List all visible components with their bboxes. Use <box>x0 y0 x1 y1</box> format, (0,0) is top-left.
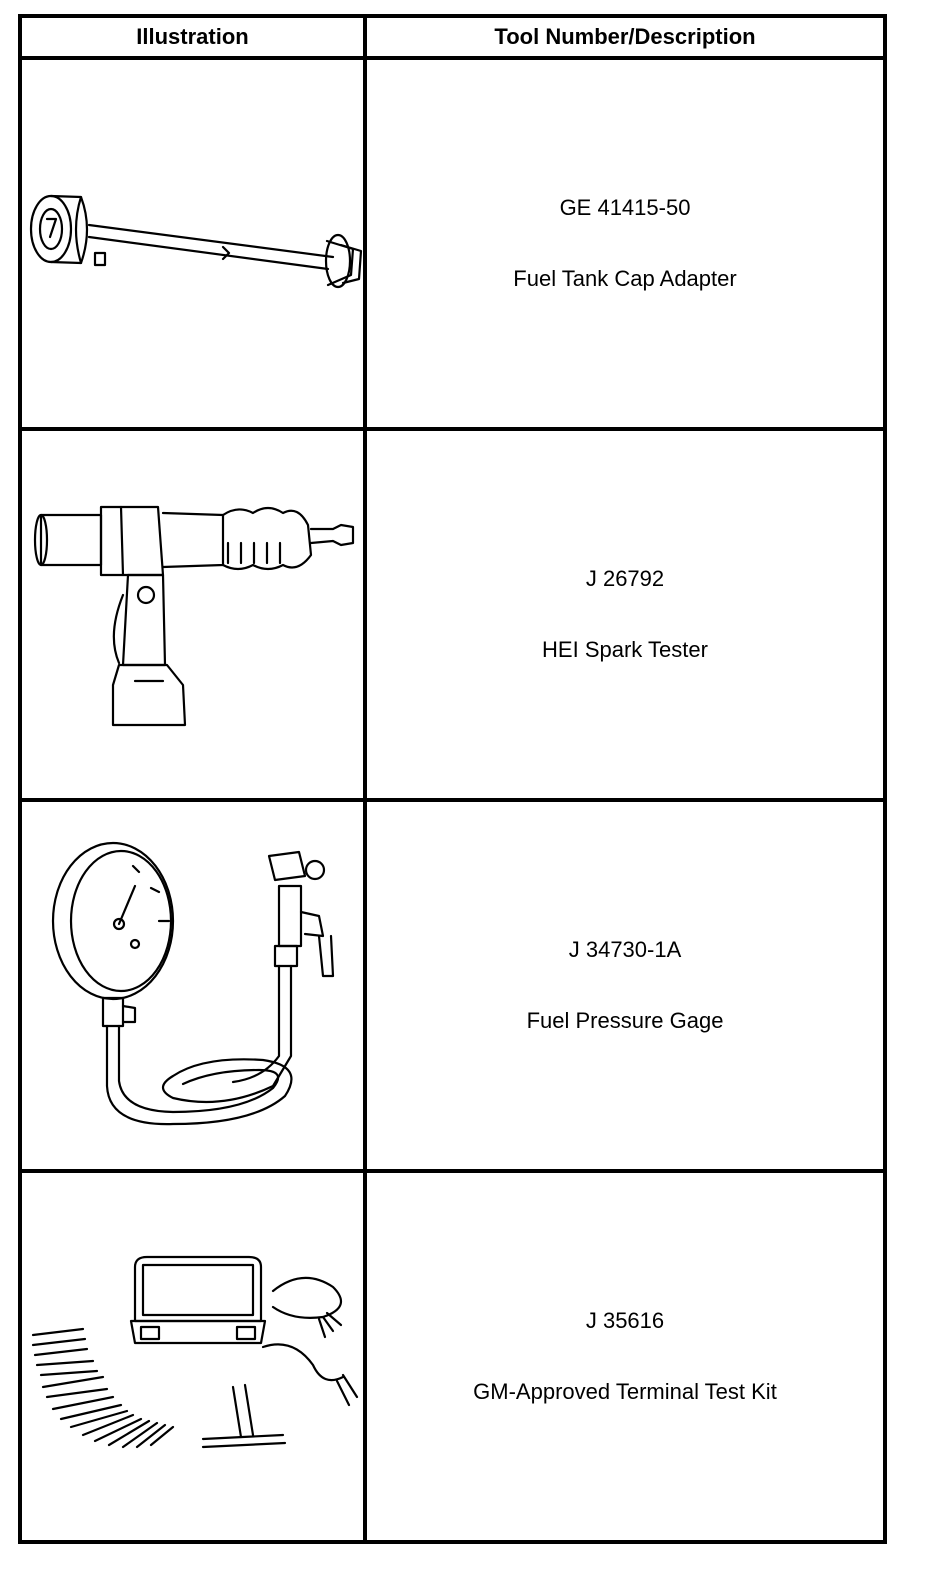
spark-tester-icon <box>33 505 354 726</box>
header-row: Illustration Tool Number/Description <box>18 14 887 60</box>
tool-number: GE 41415-50 <box>559 195 691 221</box>
tool-description: Fuel Tank Cap Adapter <box>513 265 737 291</box>
special-tools-table: Illustration Tool Number/Description <box>18 14 887 1544</box>
description-cell: J 34730-1A Fuel Pressure Gage <box>363 798 887 1173</box>
illustration-cell <box>18 427 367 802</box>
description-cell: GE 41415-50 Fuel Tank Cap Adapter <box>363 56 887 431</box>
illustration-cell <box>18 1169 367 1544</box>
table-row: GE 41415-50 Fuel Tank Cap Adapter <box>18 56 887 431</box>
description-cell: J 35616 GM-Approved Terminal Test Kit <box>363 1169 887 1544</box>
tool-number: J 35616 <box>585 1308 665 1334</box>
description-cell: J 26792 HEI Spark Tester <box>363 427 887 802</box>
pressure-gage-icon <box>51 841 334 1125</box>
table-row: J 26792 HEI Spark Tester <box>18 427 887 802</box>
header-illustration: Illustration <box>18 14 367 60</box>
header-tool-number-description: Tool Number/Description <box>363 14 887 60</box>
fuel-tank-cap-adapter-icon <box>29 194 362 288</box>
tool-number: J 34730-1A <box>568 937 682 963</box>
illustration-cell <box>18 798 367 1173</box>
tool-number: J 26792 <box>585 566 665 592</box>
tool-description: HEI Spark Tester <box>542 636 708 662</box>
table-row: J 34730-1A Fuel Pressure Gage <box>18 798 887 1173</box>
table-row: J 35616 GM-Approved Terminal Test Kit <box>18 1169 887 1544</box>
terminal-test-kit-icon <box>31 1255 358 1448</box>
tool-description: GM-Approved Terminal Test Kit <box>473 1378 777 1404</box>
tool-description: Fuel Pressure Gage <box>526 1007 724 1033</box>
illustration-cell <box>18 56 367 431</box>
